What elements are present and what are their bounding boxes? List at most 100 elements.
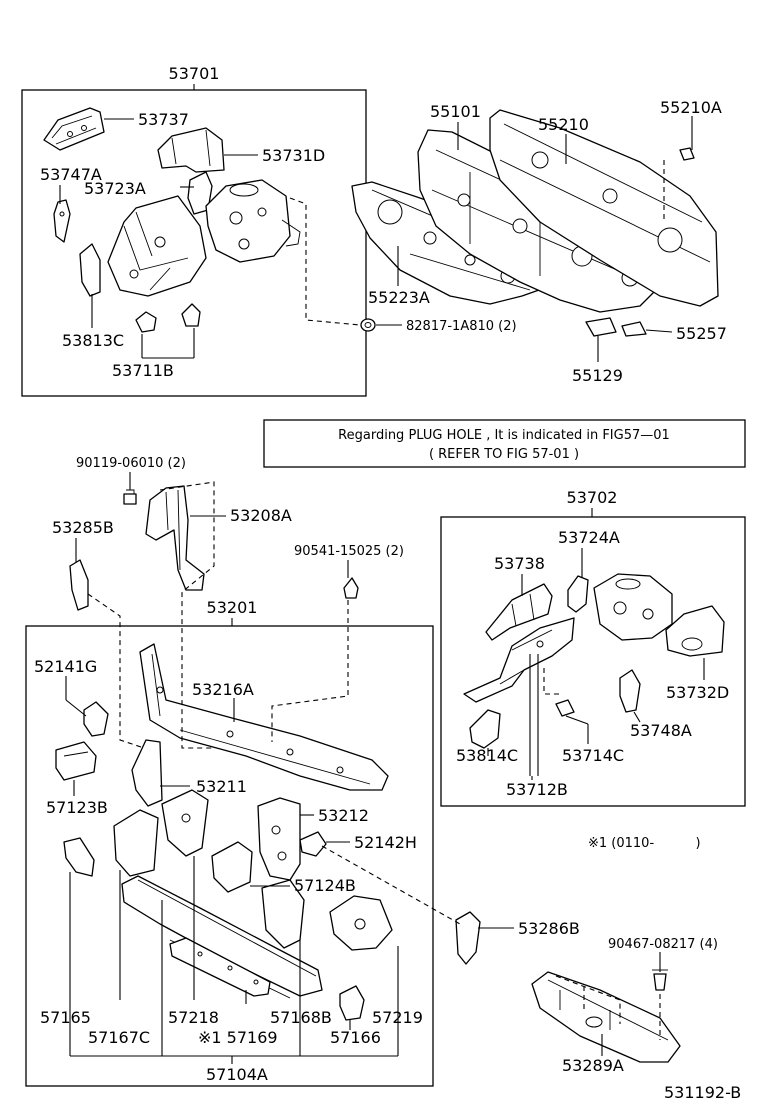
part-53211-drawing xyxy=(131,739,163,807)
label-53814C: 53814C xyxy=(456,746,518,765)
group-box-53201 xyxy=(25,625,434,1087)
group-label-53701: 53701 xyxy=(169,64,220,83)
label-55223A: 55223A xyxy=(368,288,430,307)
part-55129-drawing xyxy=(585,317,617,337)
label-53285B: 53285B xyxy=(52,518,114,537)
dash-tower-to-82817 xyxy=(289,197,361,326)
notice-line-1: Regarding PLUG HOLE , It is indicated in… xyxy=(338,428,670,443)
part-apron-left-drawing xyxy=(107,195,207,297)
dash-53208A-frame xyxy=(159,481,215,749)
dash-53285B xyxy=(87,593,145,749)
label-53732D: 53732D xyxy=(666,683,729,702)
part-53747A-drawing xyxy=(53,199,71,243)
group-box-53702 xyxy=(440,516,746,807)
label-57123B: 57123B xyxy=(46,798,108,817)
label-53731D: 53731D xyxy=(262,146,325,165)
part-90119-drawing xyxy=(123,489,137,505)
group-label-53702: 53702 xyxy=(567,488,618,507)
part-57169-drawing xyxy=(169,937,271,997)
label-90541: 90541-15025 (2) xyxy=(294,544,404,559)
label-53714C: 53714C xyxy=(562,746,624,765)
label-82817: 82817-1A810 (2) xyxy=(406,319,517,334)
label-53712B: 53712B xyxy=(506,780,568,799)
notice-line-2: ( REFER TO FIG 57-01 ) xyxy=(429,447,579,462)
part-suspension-tower-right-drawing xyxy=(593,573,673,641)
part-53714C-drawing xyxy=(555,699,575,717)
dash-53748A xyxy=(543,668,562,695)
leader-lines xyxy=(59,116,705,1056)
part-53814C-drawing xyxy=(469,709,501,749)
part-53737-drawing xyxy=(43,107,105,151)
label-57169: ※1 57169 xyxy=(198,1028,278,1047)
group-label-53201: 53201 xyxy=(207,598,258,617)
label-57219: 57219 xyxy=(372,1008,423,1027)
label-53286B: 53286B xyxy=(518,919,580,938)
label-53737: 53737 xyxy=(138,110,189,129)
part-55210A-drawing xyxy=(679,147,695,161)
label-90467: 90467-08217 (4) xyxy=(608,937,718,952)
figure-id: 531192-B xyxy=(664,1083,741,1102)
label-53208A: 53208A xyxy=(230,506,292,525)
label-53212: 53212 xyxy=(318,806,369,825)
part-90541-drawing xyxy=(343,577,359,599)
label-57124B: 57124B xyxy=(294,876,356,895)
part-55210-drawing xyxy=(489,109,719,307)
label-53813C: 53813C xyxy=(62,331,124,350)
label-55129: 55129 xyxy=(572,366,623,385)
part-52142H-drawing xyxy=(299,831,327,857)
part-57165-drawing xyxy=(63,837,95,877)
footnote-serial-range: ※1 (0110- ) xyxy=(588,836,701,851)
part-57123B-drawing xyxy=(55,741,97,781)
part-53208A-drawing xyxy=(145,485,205,591)
label-57166: 57166 xyxy=(330,1028,381,1047)
label-53289A: 53289A xyxy=(562,1056,624,1075)
part-57166-drawing xyxy=(339,985,365,1021)
notice-box xyxy=(263,419,746,468)
part-suspension-tower-left-drawing xyxy=(205,179,301,263)
label-55101: 55101 xyxy=(430,102,481,121)
part-53813C-drawing xyxy=(79,243,101,297)
label-53211: 53211 xyxy=(196,777,247,796)
label-53738: 53738 xyxy=(494,554,545,573)
part-53738-drawing xyxy=(485,583,553,641)
label-53711B: 53711B xyxy=(112,361,174,380)
label-55210: 55210 xyxy=(538,115,589,134)
label-57168B: 57168B xyxy=(270,1008,332,1027)
part-53289A-drawing xyxy=(531,971,681,1063)
part-53731D-drawing xyxy=(157,127,225,173)
part-82817-drawing xyxy=(360,318,376,332)
part-53748A-drawing xyxy=(619,669,641,713)
part-53285B-drawing xyxy=(69,559,89,611)
label-53724A: 53724A xyxy=(558,528,620,547)
label-53723A: 53723A xyxy=(84,179,146,198)
label-53747A: 53747A xyxy=(40,165,102,184)
part-53212-drawing xyxy=(257,797,301,881)
part-apron-right-drawing xyxy=(463,617,575,703)
part-53216A-drawing xyxy=(139,643,389,791)
label-55210A: 55210A xyxy=(660,98,722,117)
part-53286B-drawing xyxy=(455,911,481,965)
label-57165: 57165 xyxy=(40,1008,91,1027)
label-57218: 57218 xyxy=(168,1008,219,1027)
label-53216A: 53216A xyxy=(192,680,254,699)
part-90467-drawing xyxy=(652,969,668,991)
part-57218-drawing xyxy=(161,789,209,857)
part-53711B-drawing xyxy=(135,303,201,333)
label-52142H: 52142H xyxy=(354,833,417,852)
part-55257-drawing xyxy=(621,321,647,337)
label-90119: 90119-06010 (2) xyxy=(76,456,186,471)
part-53732D-drawing xyxy=(665,605,725,657)
bottom-bracket xyxy=(69,776,533,1064)
label-55257: 55257 xyxy=(676,324,727,343)
part-57124B-drawing xyxy=(211,841,253,893)
label-53748A: 53748A xyxy=(630,721,692,740)
label-57104A: 57104A xyxy=(206,1065,268,1084)
part-52141G-drawing xyxy=(83,701,109,737)
label-57167C: 57167C xyxy=(88,1028,150,1047)
part-57167C-drawing xyxy=(113,809,159,877)
dash-90541 xyxy=(271,600,349,742)
part-57219-drawing xyxy=(329,895,393,951)
label-52141G: 52141G xyxy=(34,657,97,676)
dash-90467 xyxy=(555,975,661,1040)
